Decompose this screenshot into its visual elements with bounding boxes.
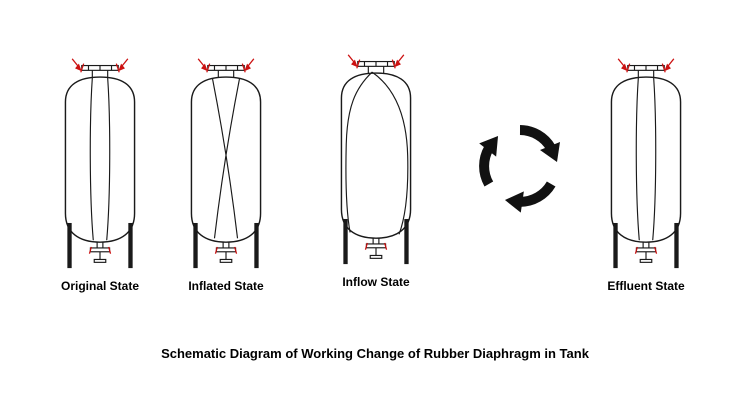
state-label-inflow: Inflow State bbox=[342, 275, 410, 289]
state-label-effluent: Effluent State bbox=[607, 279, 685, 293]
diaphragm-inflated bbox=[211, 78, 241, 239]
diaphragm-effluent bbox=[635, 77, 657, 241]
tank-figure-inflated: Inflated State bbox=[178, 52, 274, 293]
diaphragm-original bbox=[89, 77, 111, 241]
tank-figure-inflow: Inflow State bbox=[328, 48, 424, 289]
cycle-arrows-svg bbox=[470, 125, 560, 216]
tank-original-svg bbox=[64, 58, 136, 269]
tank-figure-original: Original State bbox=[52, 52, 148, 293]
state-label-original: Original State bbox=[60, 279, 140, 293]
tank-inflow-svg bbox=[340, 54, 412, 265]
tank-effluent-svg bbox=[610, 58, 682, 269]
cycle-arrows-icon bbox=[470, 116, 570, 216]
diaphragm-inflow bbox=[345, 71, 409, 235]
state-label-inflated: Inflated State bbox=[188, 279, 264, 293]
tank-figure-effluent: Effluent State bbox=[598, 52, 694, 293]
tank-inflated-svg bbox=[190, 58, 262, 269]
diagram-caption: Schematic Diagram of Working Change of R… bbox=[161, 346, 589, 361]
